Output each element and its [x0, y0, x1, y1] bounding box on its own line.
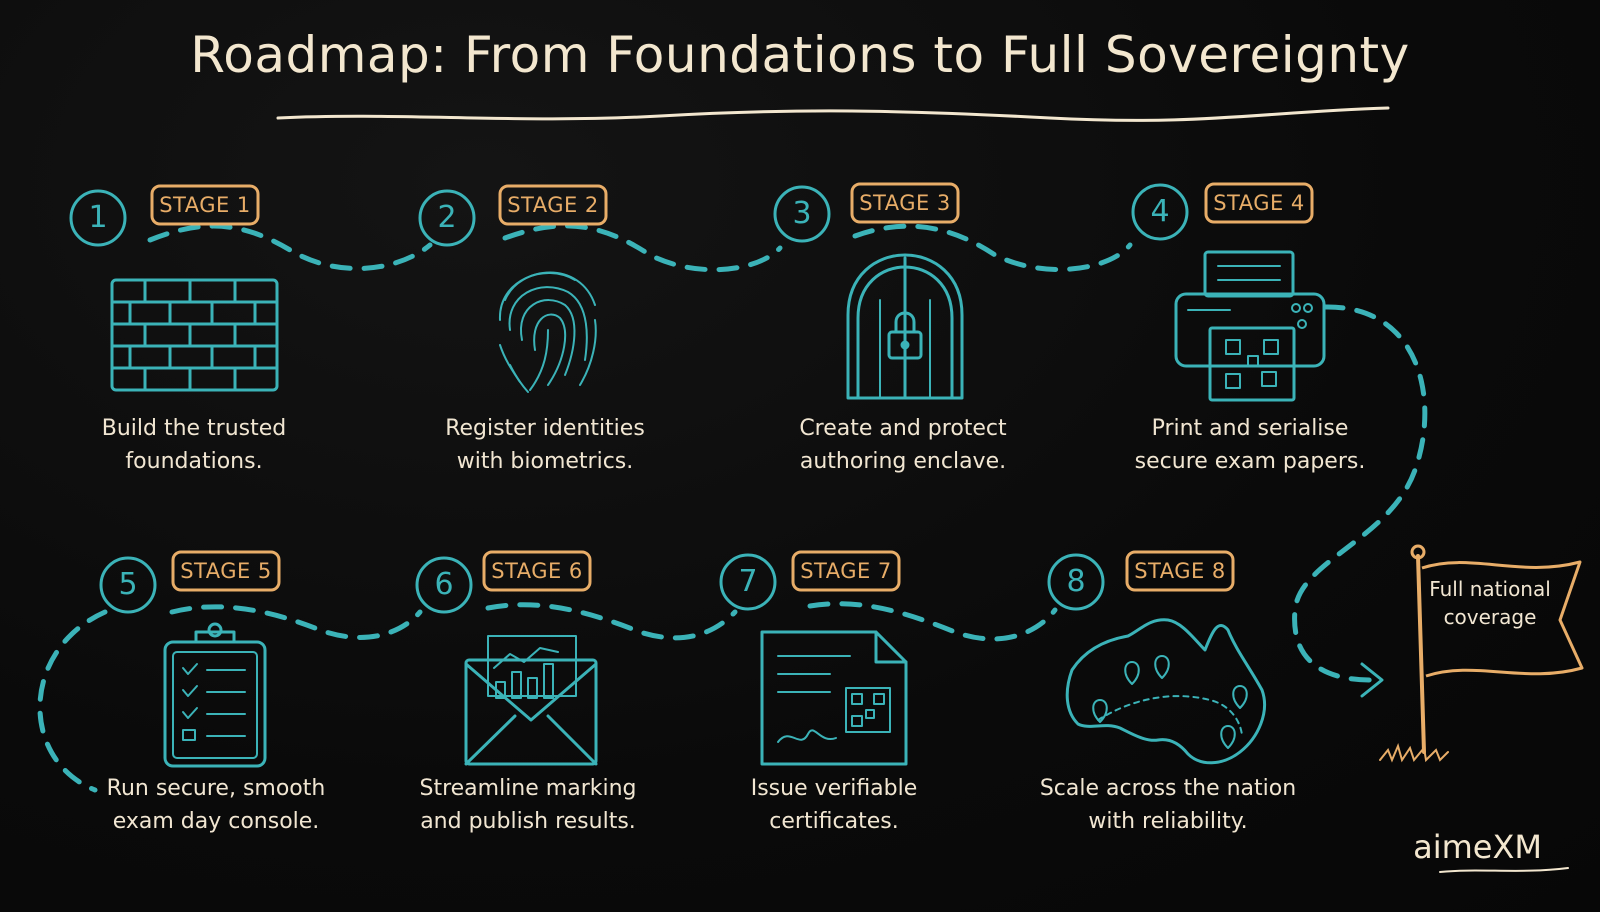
stage-badge-5: STAGE 5 — [180, 559, 272, 583]
stage-badge-8: STAGE 8 — [1134, 559, 1226, 583]
stage-description-8-line-1: Scale across the nation — [1039, 776, 1297, 801]
australia-map-icon — [1065, 618, 1267, 765]
stage-description-5: Run secure, smooth exam day console. — [66, 772, 366, 838]
stage-description-2-line-2: with biometrics. — [456, 449, 634, 474]
stage-badge-4: STAGE 4 — [1213, 191, 1305, 215]
stage-description-7-line-2: certificates. — [769, 809, 899, 834]
stage-description-2-line-1: Register identities — [445, 416, 645, 441]
stage-description-5-line-2: exam day console. — [112, 809, 320, 834]
stage-description-3-line-1: Create and protect — [799, 416, 1007, 441]
stage-number-2: 2 — [437, 200, 457, 235]
goal-flag-line-1: Full national — [1429, 577, 1551, 601]
stage-badge-1: STAGE 1 — [159, 193, 251, 217]
stage-description-8: Scale across the nation with reliability… — [1008, 772, 1328, 838]
stage-badge-6: STAGE 6 — [491, 559, 583, 583]
stage-number-3: 3 — [792, 196, 812, 231]
stage-description-3-line-2: authoring enclave. — [799, 449, 1007, 474]
stage-description-4-line-2: secure exam papers. — [1134, 449, 1366, 474]
stage-badges — [150, 182, 1314, 592]
stage-badge-2: STAGE 2 — [507, 193, 599, 217]
stage-description-6-line-2: and publish results. — [420, 809, 636, 834]
stage-description-6: Streamline marking and publish results. — [378, 772, 678, 838]
stage-description-7: Issue verifiable certificates. — [684, 772, 984, 838]
page-title: Roadmap: From Foundations to Full Sovere… — [190, 26, 1410, 84]
stage-description-7-line-1: Issue verifiable — [750, 776, 918, 801]
certificate-icon — [760, 630, 908, 766]
goal-flag-line-2: coverage — [1443, 605, 1537, 629]
stage-description-2: Register identities with biometrics. — [395, 412, 695, 478]
clipboard-icon — [163, 622, 267, 768]
stage-number-4: 4 — [1150, 194, 1170, 229]
stage-description-8-line-2: with reliability. — [1088, 809, 1248, 834]
envelope-chart-icon — [464, 635, 598, 766]
number-circles — [69, 183, 1189, 614]
stage-description-1-line-2: foundations. — [125, 449, 263, 474]
stage-description-4-line-1: Print and serialise — [1151, 416, 1349, 441]
brick-wall-icon — [110, 278, 279, 392]
brand-underline — [1439, 867, 1569, 873]
stage-number-6: 6 — [434, 567, 454, 602]
stage-badge-7: STAGE 7 — [800, 559, 892, 583]
title-underline — [276, 106, 1390, 122]
stage-number-5: 5 — [118, 567, 138, 602]
fingerprint-icon — [498, 271, 597, 393]
stage-number-8: 8 — [1066, 564, 1086, 599]
goal-flag-label: Full national coverage — [1410, 575, 1570, 631]
stage-description-6-line-1: Streamline marking — [419, 776, 637, 801]
route-arrowhead — [1360, 662, 1384, 698]
stage-description-1-line-1: Build the trusted — [101, 416, 287, 441]
goal-flag-icon — [1379, 544, 1584, 763]
stage-number-1: 1 — [88, 200, 108, 235]
route-dashes-row-1 — [147, 223, 1133, 273]
stage-description-1: Build the trusted foundations. — [44, 412, 344, 478]
stage-description-4: Print and serialise secure exam papers. — [1100, 412, 1400, 478]
stage-badge-3: STAGE 3 — [859, 191, 951, 215]
printer-icon — [1174, 250, 1326, 402]
brand-logo: aimeXM — [1413, 828, 1542, 866]
stage-description-3: Create and protect authoring enclave. — [753, 412, 1053, 478]
locked-door-icon — [846, 253, 964, 400]
route-dashes-loop — [1292, 304, 1428, 683]
stage-number-7: 7 — [738, 564, 758, 599]
stage-description-5-line-1: Run secure, smooth — [106, 776, 326, 801]
